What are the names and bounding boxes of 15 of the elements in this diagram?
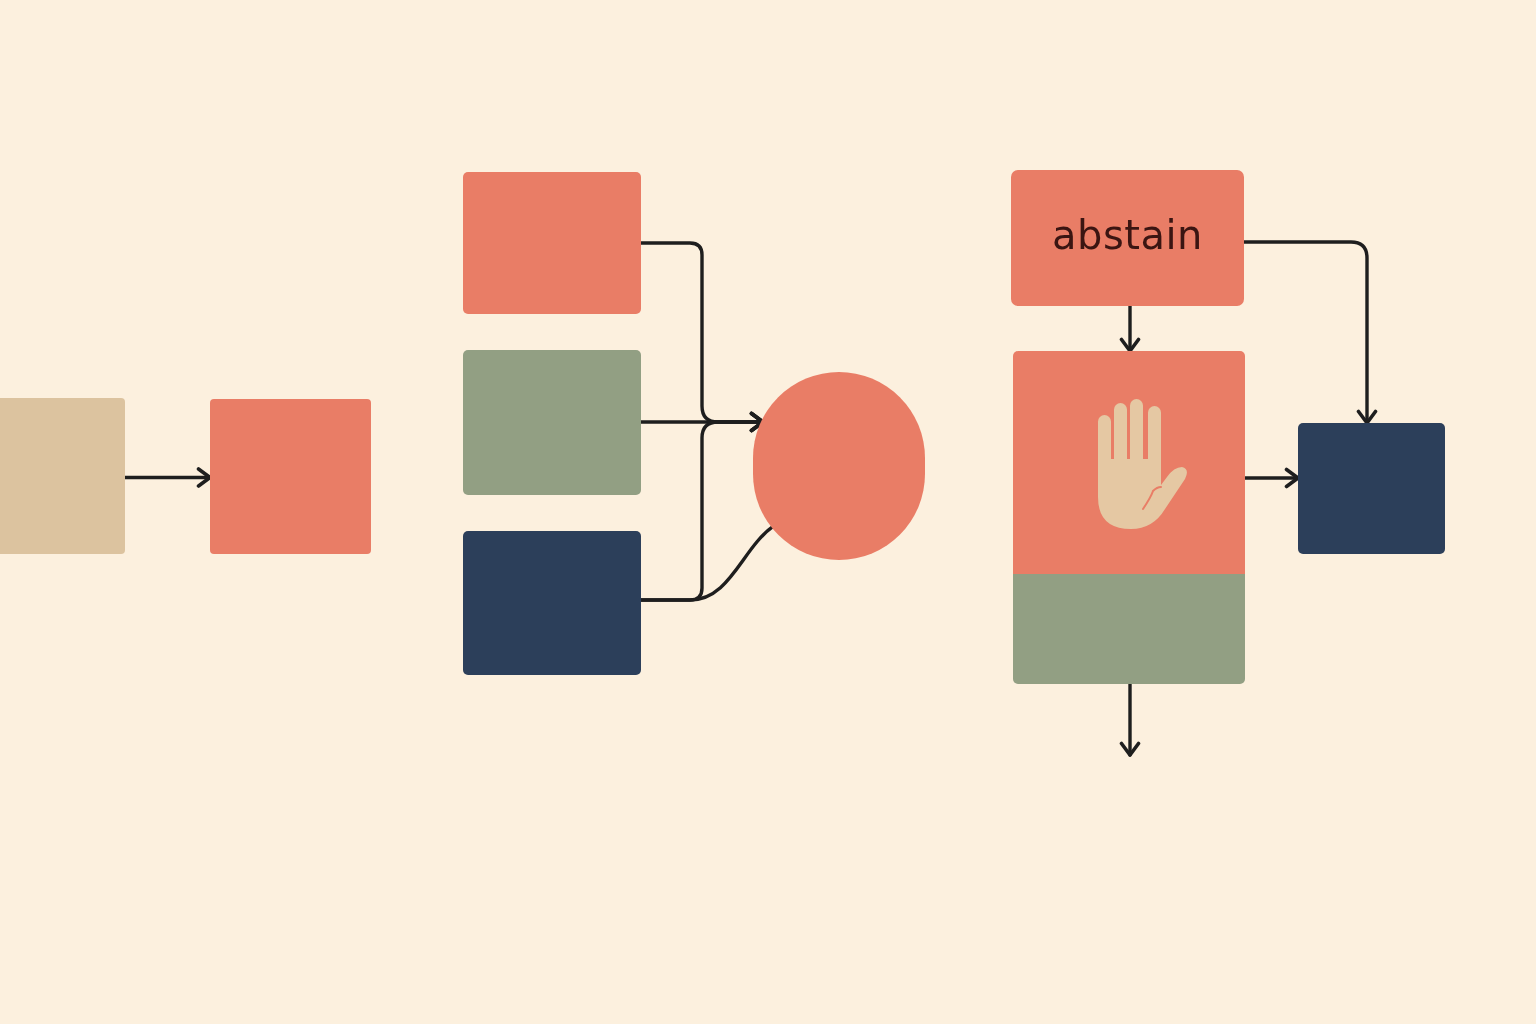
connector-line: [639, 524, 775, 602]
arrow: [1119, 682, 1141, 757]
node-label: abstain: [1052, 215, 1203, 255]
arrow: [1242, 240, 1378, 425]
process-box: [463, 531, 641, 675]
process-box: [1013, 351, 1245, 574]
process-box: [463, 172, 641, 314]
process-box: [1013, 574, 1245, 684]
process-box: [1011, 170, 1244, 306]
arrow: [1119, 304, 1141, 353]
process-box: [210, 399, 371, 554]
arrow: [1243, 467, 1300, 489]
process-box: [1298, 423, 1445, 554]
process-box: [463, 350, 641, 495]
process-box: [0, 398, 125, 554]
